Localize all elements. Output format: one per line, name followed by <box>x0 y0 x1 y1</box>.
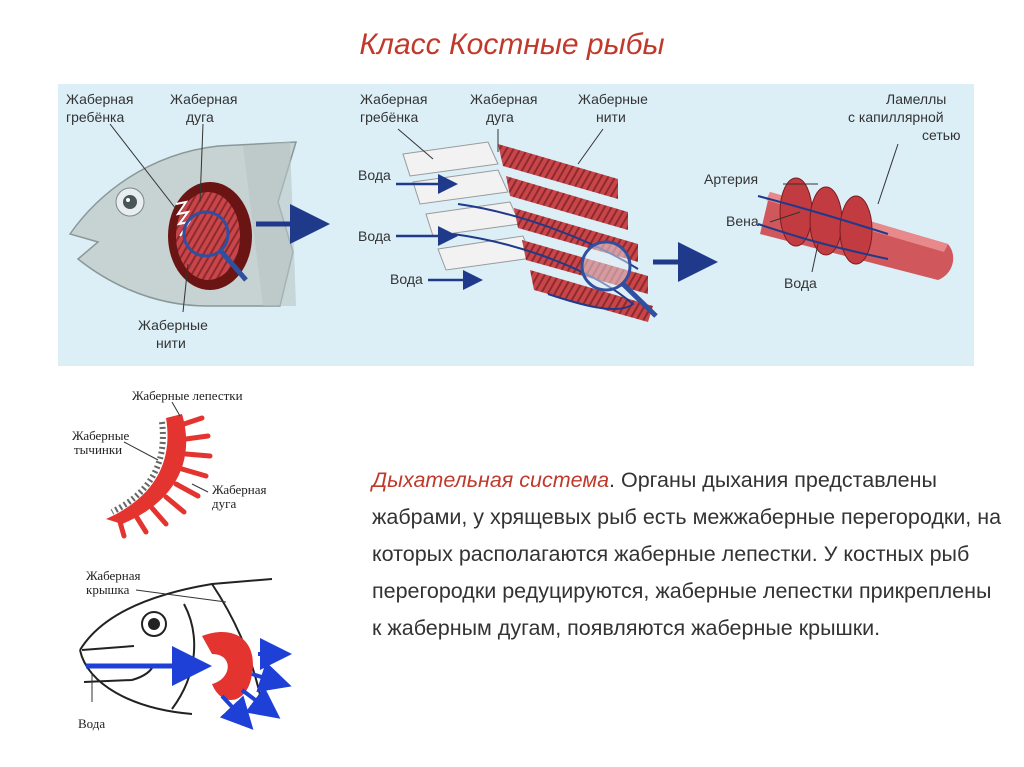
vein-label: Вена <box>726 213 759 229</box>
lamellae-label-3: сетью <box>922 127 961 143</box>
artery-label: Артерия <box>704 171 758 187</box>
fish-outline-illustration <box>79 578 292 730</box>
gill-structure-panel: Жаберная гребёнка Жаберная дуга Жаберные… <box>58 84 974 366</box>
fish-filaments-label-2: нити <box>156 335 186 351</box>
water-label-2: Вода <box>358 228 391 244</box>
operculum-label-2: крышка <box>86 582 130 597</box>
bony-fish-gill-diagram: Жаберные лепестки Жаберные тычинки Жабер… <box>72 388 292 731</box>
gill-structure-diagram: Жаберная гребёнка Жаберная дуга Жаберные… <box>66 91 961 351</box>
description-body: . Органы дыхания представлены жабрами, у… <box>372 468 1002 640</box>
fish-raker-label-1: Жаберная <box>66 91 133 107</box>
gill-raker-label-1: Жаберная <box>360 91 427 107</box>
gill-arch-illustration <box>106 401 213 539</box>
rakers-label-1: Жаберные <box>72 428 129 443</box>
petals-label: Жаберные лепестки <box>132 388 243 403</box>
gill-raker-label-2: гребёнка <box>360 109 418 125</box>
fish-filaments-label-1: Жаберные <box>138 317 208 333</box>
filament-water-label: Вода <box>784 275 817 291</box>
fish-head-illustration <box>68 123 330 313</box>
rakers-label-2: тычинки <box>74 442 122 457</box>
gill-filaments-label-1: Жаберные <box>578 91 648 107</box>
page-title: Класс Костные рыбы <box>359 28 665 61</box>
gill-arch-and-fish-diagram: Жаберные лепестки Жаберные тычинки Жабер… <box>62 384 292 734</box>
arch-label-2: дуга <box>212 496 236 511</box>
gill-filaments-label-2: нити <box>596 109 626 125</box>
water-label-1: Вода <box>358 167 391 183</box>
water-label: Вода <box>78 716 105 731</box>
arch-label-1: Жаберная <box>212 482 267 497</box>
respiratory-system-description: Дыхательная система. Органы дыхания пред… <box>372 462 1002 647</box>
fish-arch-label-2: дуга <box>186 109 214 125</box>
description-lead: Дыхательная система <box>372 468 610 492</box>
gill-arch-label-1: Жаберная <box>470 91 537 107</box>
water-label-3: Вода <box>390 271 423 287</box>
fish-raker-label-2: гребёнка <box>66 109 124 125</box>
lamellae-label-1: Ламеллы <box>886 91 946 107</box>
filament-lamellae-illustration <box>757 143 954 280</box>
operculum-label-1: Жаберная <box>86 568 141 583</box>
gill-arch-illustration <box>396 128 718 322</box>
fish-arch-label-1: Жаберная <box>170 91 237 107</box>
lamellae-label-2: с капиллярной <box>848 109 944 125</box>
gill-arch-label-2: дуга <box>486 109 514 125</box>
